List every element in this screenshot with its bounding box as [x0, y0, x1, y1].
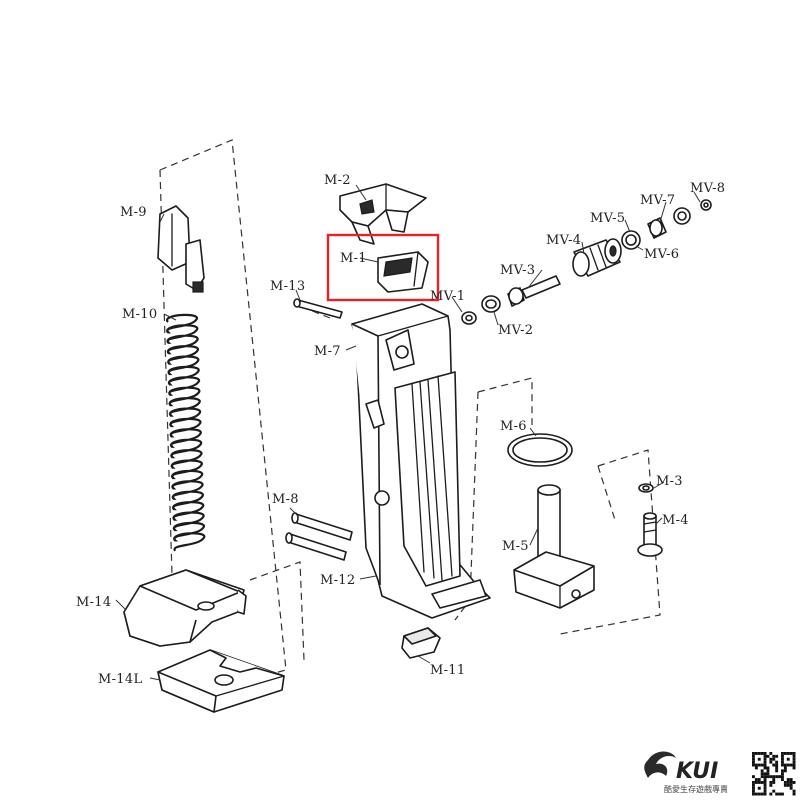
part-m7-magazine-body: [351, 303, 491, 619]
label-m14: M-14: [76, 595, 111, 610]
label-m2: M-2: [324, 173, 351, 188]
brand-logo: KUI 酷愛生存遊戲專賣: [644, 751, 728, 794]
label-m10: M-10: [122, 307, 157, 322]
part-m1-block: [377, 251, 429, 293]
label-m7: M-7: [314, 344, 341, 359]
part-m5-gas-base: [513, 484, 595, 609]
label-mv6: MV-6: [644, 247, 679, 262]
part-mv6-cap: [647, 217, 667, 239]
label-m4: M-4: [662, 513, 689, 528]
label-mv8: MV-8: [690, 181, 725, 196]
part-m6-oring: [507, 433, 573, 467]
label-m11: M-11: [430, 663, 465, 678]
part-m3-washer: [638, 483, 654, 493]
label-m1: M-1: [340, 251, 367, 266]
label-mv2: MV-2: [498, 323, 533, 338]
spring-coil: [166, 313, 206, 552]
label-m5: M-5: [502, 539, 529, 554]
brand-logo-text: KUI: [676, 759, 718, 784]
label-m14l: M-14L: [98, 672, 142, 687]
part-mv5-oring: [621, 230, 641, 250]
part-m2-follower: [339, 183, 427, 245]
label-m9: M-9: [120, 205, 147, 220]
part-mv8-ring: [700, 199, 712, 211]
label-m6: M-6: [500, 419, 527, 434]
qr-code-icon: [750, 750, 798, 798]
label-m12: M-12: [320, 573, 355, 588]
label-mv7: MV-7: [640, 193, 675, 208]
part-mv1-ring: [461, 311, 477, 325]
brand-tagline: 酷愛生存遊戲專賣: [664, 784, 728, 794]
leader-lines: [115, 184, 701, 681]
label-m13: M-13: [270, 279, 305, 294]
part-labels: M-1 M-2 M-3 M-4 M-5 M-6 M-7 M-8 M-9 M-10…: [76, 173, 725, 687]
label-mv3: MV-3: [500, 263, 535, 278]
label-mv1: MV-1: [430, 289, 465, 304]
label-mv4: MV-4: [546, 233, 581, 248]
part-mv3-valve-pin: [507, 275, 561, 307]
part-m14l-base-plate: [157, 649, 285, 713]
part-mv4-valve-body: [572, 238, 622, 277]
part-m14-base-plate: [123, 569, 247, 647]
part-m9-follower: [157, 205, 205, 293]
part-m4-screw: [637, 512, 663, 557]
part-m11-insert: [401, 627, 441, 659]
part-m13-pin: [293, 298, 343, 319]
part-mv2-oring: [481, 295, 501, 313]
highlight-box-m1: [326, 233, 440, 302]
label-m3: M-3: [656, 474, 683, 489]
part-m8-pins: [285, 512, 353, 561]
part-m10-spring: [166, 313, 206, 552]
part-mv7-nut: [673, 207, 691, 225]
dragon-logo-icon: [644, 751, 676, 778]
label-m8: M-8: [272, 492, 299, 507]
label-mv5: MV-5: [590, 211, 625, 226]
